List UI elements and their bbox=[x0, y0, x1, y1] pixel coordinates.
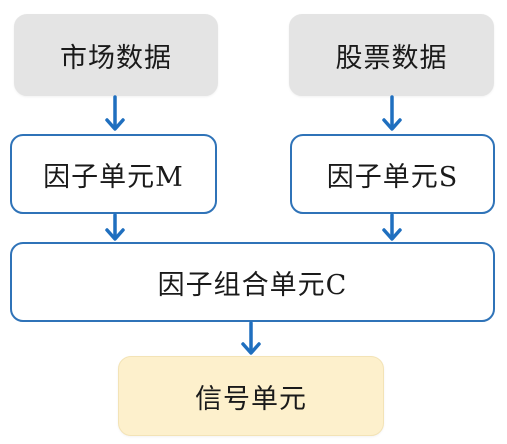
factor-combination-unit-c-node: 因子组合单元C bbox=[10, 242, 495, 322]
arrow-market-to-factor-m bbox=[105, 95, 125, 131]
market-data-node: 市场数据 bbox=[14, 14, 218, 96]
arrow-factor-m-to-combination bbox=[105, 213, 125, 241]
stock-data-node: 股票数据 bbox=[289, 14, 494, 96]
factor-unit-m-node: 因子单元M bbox=[10, 134, 217, 214]
arrow-combination-to-signal bbox=[241, 321, 261, 355]
factor-unit-s-node: 因子单元S bbox=[290, 134, 495, 214]
arrow-factor-s-to-combination bbox=[382, 213, 402, 241]
arrow-stock-to-factor-s bbox=[382, 95, 402, 131]
signal-unit-node: 信号单元 bbox=[118, 356, 384, 436]
